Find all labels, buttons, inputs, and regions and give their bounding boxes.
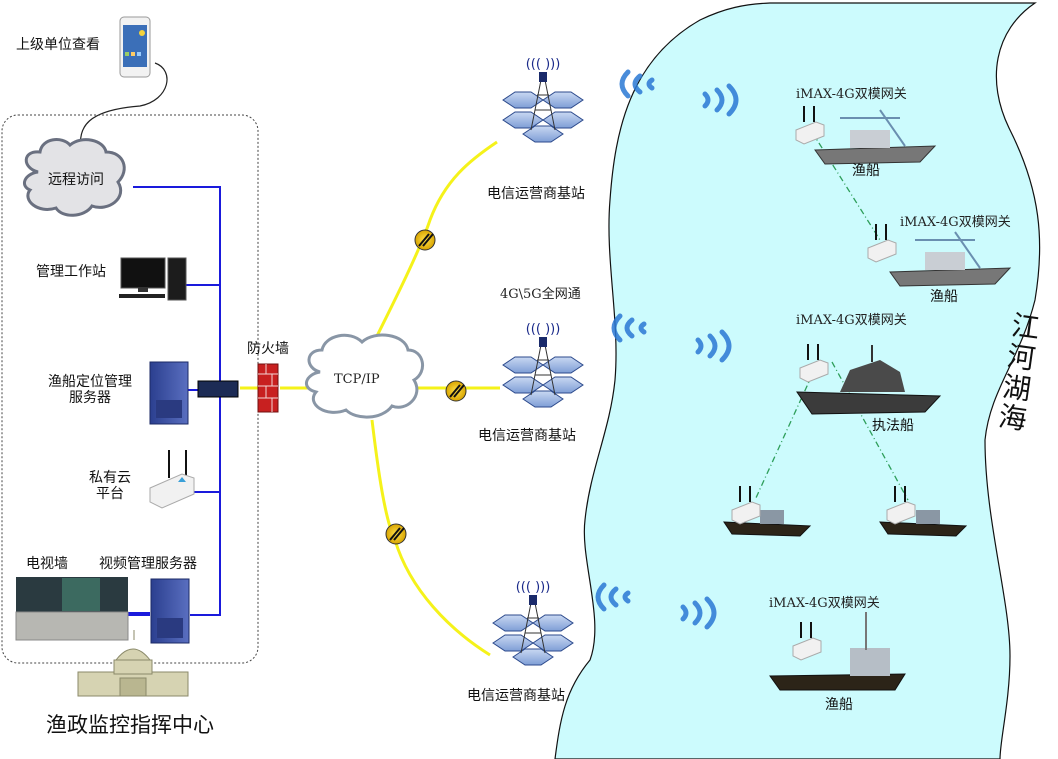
private-cloud-label: 私有云 平台 [84,470,136,502]
smartphone-icon [119,16,151,78]
wave-in-icon [680,596,717,630]
wave-out-icon [619,69,655,99]
tcpip-cloud [305,333,424,419]
network-switch-icon [197,380,239,398]
gateway-icon [731,486,761,525]
positioning-server-label-line1: 渔船定位管理 [48,374,132,390]
fishing-vessel-icon [769,612,906,691]
gateway-label: iMAX-4G双模网关 [796,87,907,102]
gateway-label: iMAX-4G双模网关 [769,596,880,611]
svg-text:((( ))): ((( ))) [526,57,561,72]
firewall-icon [257,363,279,413]
base-station-icon: ((( ))) [502,322,584,408]
command-center-title: 渔政监控指挥中心 [46,713,214,737]
network-note-label: 4G\5G全网通 [500,287,581,302]
radio-waves [595,69,739,630]
sea-region [554,2,1041,759]
private-cloud-label-line2: 平台 [96,486,124,503]
wave-in-icon [702,83,739,117]
workstation-label: 管理工作站 [36,264,106,280]
connector-icons [385,229,467,545]
base-station-label: 电信运营商基站 [487,186,585,202]
gateway-label: iMAX-4G双模网关 [796,313,907,328]
gateway-icon [867,224,897,263]
gateway-icon [792,622,822,661]
private-cloud-gateway-icon [149,450,195,509]
gateway-icon [886,486,916,525]
video-server-icon [150,578,190,644]
wave-out-icon [595,582,631,612]
remote-access-cloud [22,138,126,217]
base-station-icon: ((( ))) [492,580,574,666]
video-wall-icon [15,577,129,641]
fishing-vessel-icon [889,231,1012,287]
gateway-label: iMAX-4G双模网关 [900,215,1011,230]
base-station-icon: ((( ))) [502,57,584,143]
positioning-server-icon [149,361,189,425]
wave-out-icon [611,313,647,343]
private-cloud-label-line1: 私有云 [89,470,131,486]
gateway-icon [795,106,825,145]
firewall-label: 防火墙 [247,341,289,357]
remote-cable [79,62,168,156]
tugboat-icon [723,510,812,537]
gateway-icon [799,344,829,383]
vessel-label: 执法船 [872,418,914,434]
vessel-label: 渔船 [852,163,880,179]
positioning-server-label-line2: 服务器 [69,390,111,407]
video-server-label: 视频管理服务器 [99,556,197,572]
base-station-label: 电信运营商基站 [467,688,565,704]
base-station-label: 电信运营商基站 [478,428,576,444]
svg-text:((( ))): ((( ))) [516,580,551,595]
tcpip-label: TCP/IP [334,372,380,387]
wave-in-icon [695,329,732,363]
positioning-server-label: 渔船定位管理 服务器 [38,374,142,406]
government-building-icon [77,630,189,697]
vessel-label: 渔船 [930,289,958,305]
connector-icon [445,380,467,402]
workstation-icon [119,257,187,301]
vessel-label: 渔船 [825,697,853,713]
svg-text:((( ))): ((( ))) [526,322,561,337]
fishing-vessel-icon [814,109,937,165]
connector-icon [414,229,436,251]
remote-access-label: 远程访问 [48,172,104,188]
video-wall-label: 电视墙 [26,556,68,572]
connector-icon [385,523,407,545]
remote-viewer-label: 上级单位查看 [16,37,100,53]
tugboat-icon [879,510,968,537]
patrol-vessel-icon [796,345,942,415]
